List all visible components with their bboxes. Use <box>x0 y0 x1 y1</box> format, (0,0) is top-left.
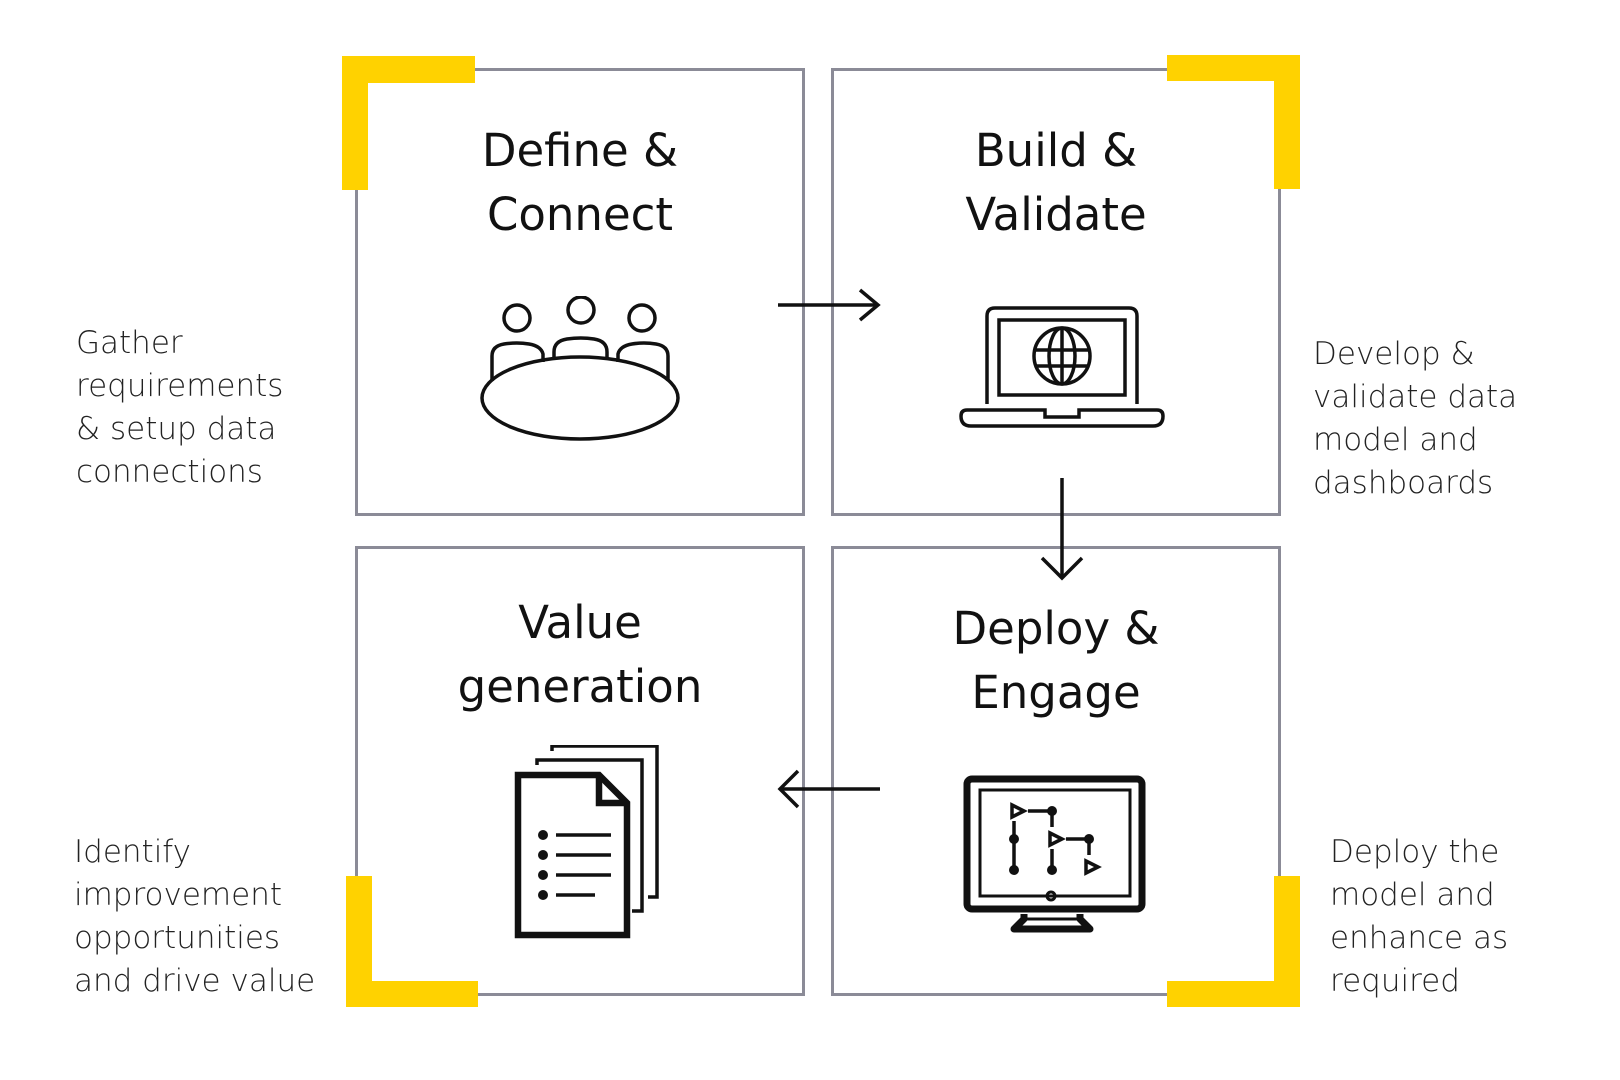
monitor-workflow-icon <box>963 775 1146 933</box>
description-line: and drive value <box>74 963 316 999</box>
description-line: model and <box>1330 877 1495 913</box>
arrow-left-icon <box>777 769 880 809</box>
description-line: Gather <box>76 325 183 361</box>
stage-title-line: Deploy & <box>952 602 1160 655</box>
stage-panel-value-generation: Value generation <box>355 546 805 996</box>
arrow-right-icon <box>778 288 881 322</box>
description-line: requirements <box>76 368 284 404</box>
stage-title-line: Value <box>518 596 642 649</box>
stage-panel-build-validate: Build & Validate <box>831 68 1281 516</box>
stage-title-line: Define & <box>481 124 679 177</box>
stage-title: Value generation <box>358 591 802 719</box>
description-line: enhance as <box>1330 920 1509 956</box>
arrow-down-icon <box>1040 478 1084 581</box>
stage-description-build-validate: Develop & validate data model and dashbo… <box>1313 333 1517 505</box>
description-line: validate data <box>1313 379 1518 415</box>
documents-list-icon <box>514 745 659 939</box>
stage-title-line: Validate <box>965 188 1147 241</box>
description-line: & setup data <box>76 411 277 447</box>
stage-title: Define & Connect <box>358 119 802 247</box>
stage-title-line: generation <box>457 660 703 713</box>
description-line: Identify <box>74 834 192 870</box>
description-line: connections <box>76 454 263 490</box>
meeting-table-icon <box>480 296 680 441</box>
stage-title-line: Build & <box>974 124 1138 177</box>
stage-description-deploy-engage: Deploy the model and enhance as required <box>1330 831 1508 1003</box>
stage-title: Deploy & Engage <box>834 597 1278 725</box>
stage-panel-define-connect: Define & Connect <box>355 68 805 516</box>
description-line: required <box>1330 963 1460 999</box>
description-line: improvement <box>74 877 283 913</box>
description-line: opportunities <box>74 920 281 956</box>
stage-title: Build & Validate <box>834 119 1278 247</box>
description-line: Deploy the <box>1330 834 1500 870</box>
description-line: Develop & <box>1313 336 1475 372</box>
stage-description-define-connect: Gather requirements & setup data connect… <box>76 322 283 494</box>
stage-description-value-generation: Identify improvement opportunities and d… <box>74 831 315 1003</box>
stage-title-line: Connect <box>486 188 674 241</box>
laptop-globe-icon <box>959 306 1165 428</box>
description-line: model and <box>1313 422 1478 458</box>
description-line: dashboards <box>1313 465 1494 501</box>
stage-panel-deploy-engage: Deploy & Engage <box>831 546 1281 996</box>
stage-title-line: Engage <box>971 666 1141 719</box>
